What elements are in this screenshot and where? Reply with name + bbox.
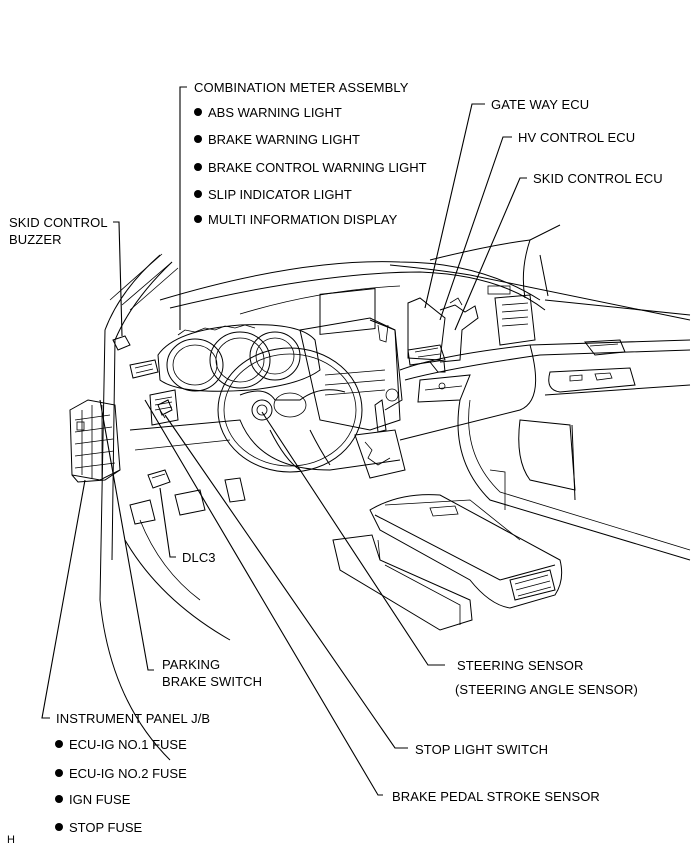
bullet-brake-control-warning-light: BRAKE CONTROL WARNING LIGHT [194,160,427,175]
figure-code: H [7,834,15,846]
label-skid-control-buzzer-line1: SKID CONTROL [9,215,108,230]
leader-instrument-panel-jb [41,479,86,719]
bullet-icon [55,769,63,777]
leader-gateway-ecu [424,103,485,309]
bullet-ign-fuse: IGN FUSE [55,792,130,807]
stop-light-switch-drawing [157,399,173,419]
leader-dlc3 [159,487,176,558]
center-console-drawing [332,494,563,631]
combination-meter-drawing [157,324,321,392]
label-combination-meter-assembly: COMBINATION METER ASSEMBLY [194,80,409,95]
bullet-icon [194,163,202,171]
bullet-icon [55,823,63,831]
bullet-ecu-ig-no2-fuse: ECU-IG NO.2 FUSE [55,766,187,781]
label-parking-brake-switch-line2: BRAKE SWITCH [162,674,263,689]
bullet-brake-warning-light: BRAKE WARNING LIGHT [194,132,360,147]
ecu-cluster-drawing [407,297,479,373]
leader-brake-pedal-stroke-sensor [144,399,383,796]
bullet-icon [194,190,202,198]
door-panel-drawing [457,339,691,561]
a-pillar-right [429,224,561,299]
leader-skid-control-ecu [454,177,527,331]
bullet-multi-information-display: MULTI INFORMATION DISPLAY [194,212,397,227]
leader-combination-meter [179,86,187,330]
label-steering-angle-sensor: (STEERING ANGLE SENSOR) [455,682,638,697]
bullet-icon [55,740,63,748]
bullet-icon [194,215,202,223]
dlc3-drawing [147,469,171,489]
lower-dash-drawing [124,419,401,641]
skid-control-buzzer-drawing [112,335,131,351]
leader-skid-control-buzzer [113,221,123,337]
gear-shifter-drawing [354,399,406,479]
label-skid-control-ecu: SKID CONTROL ECU [533,171,663,186]
steering-wheel-drawing [217,347,363,473]
label-skid-control-buzzer-line2: BUZZER [9,232,62,247]
leader-parking-brake-switch [99,399,154,671]
bullet-slip-indicator-light: SLIP INDICATOR LIGHT [194,187,352,202]
dashboard-top [159,261,691,321]
leader-hv-control-ecu [439,136,512,321]
label-dlc3: DLC3 [182,550,216,565]
label-steering-sensor: STEERING SENSOR [457,658,584,673]
label-stop-light-switch: STOP LIGHT SWITCH [415,742,549,757]
label-instrument-panel-jb: INSTRUMENT PANEL J/B [56,711,211,726]
leader-stop-light-switch [164,414,408,749]
bullet-abs-warning-light: ABS WARNING LIGHT [194,105,342,120]
label-brake-pedal-stroke-sensor: BRAKE PEDAL STROKE SENSOR [392,789,600,804]
bullet-icon [194,108,202,116]
label-parking-brake-switch-line1: PARKING [162,657,221,672]
label-gateway-ecu: GATE WAY ECU [491,97,590,112]
label-hv-control-ecu: HV CONTROL ECU [518,130,636,145]
bullet-icon [55,795,63,803]
leader-lines [41,86,527,796]
center-stack-drawing [299,288,403,431]
bullet-ecu-ig-no1-fuse: ECU-IG NO.1 FUSE [55,737,187,752]
leader-steering-sensor [261,411,445,666]
bullet-stop-fuse: STOP FUSE [55,820,142,835]
instrument-panel-jb-drawing [69,399,121,483]
bullet-icon [194,135,202,143]
right-dash-drawing [399,285,691,441]
